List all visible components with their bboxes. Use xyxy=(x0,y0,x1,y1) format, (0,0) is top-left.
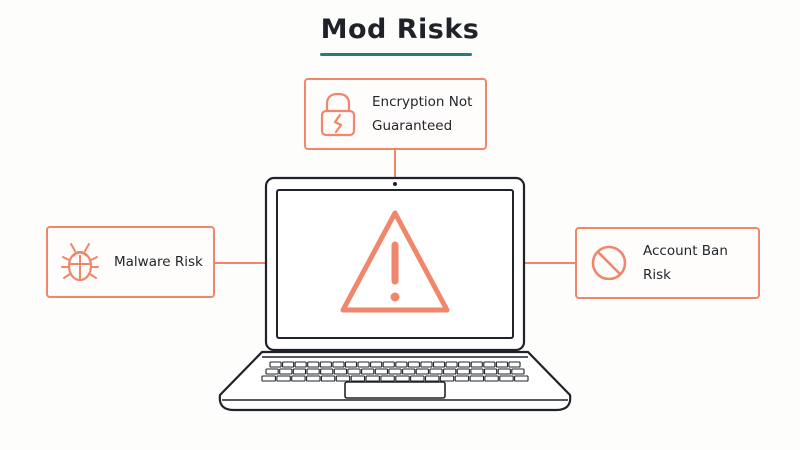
keyboard-key xyxy=(294,361,307,368)
keyboard-key xyxy=(291,375,306,382)
keyboard-key xyxy=(335,375,351,382)
keyboard-key xyxy=(415,368,429,375)
keyboard-key xyxy=(282,361,295,368)
title-underline xyxy=(320,53,472,56)
keyboard-key xyxy=(261,375,276,382)
keyboard-key xyxy=(458,361,471,368)
keyboard-key xyxy=(483,361,496,368)
keyboard-key xyxy=(380,375,395,382)
keyboard-key xyxy=(361,368,375,375)
keyboard-key xyxy=(279,368,293,375)
keyboard-key xyxy=(484,375,499,382)
keyboard-key xyxy=(395,361,408,368)
keyboard-key xyxy=(276,375,291,382)
keyboard-key xyxy=(445,361,458,368)
keyboard-key xyxy=(344,361,358,368)
keyboard-key xyxy=(370,361,383,368)
page-title: Mod Risks xyxy=(320,14,480,45)
card-malware-label: Malware Risk xyxy=(114,254,203,270)
keyboard-key xyxy=(307,361,320,368)
keyboard-key xyxy=(374,368,389,375)
keyboard-key xyxy=(470,361,483,368)
keyboard-key xyxy=(350,375,366,382)
keyboard-key xyxy=(347,368,361,375)
keyboard-key xyxy=(319,361,332,368)
keyboard-key xyxy=(511,368,525,375)
keyboard-key xyxy=(483,368,498,375)
keyboard-key xyxy=(514,375,529,382)
keyboard-key xyxy=(265,368,279,375)
keyboard-key xyxy=(470,368,484,375)
keyboard-key xyxy=(269,361,282,368)
card-account-ban-label: Account Ban Risk xyxy=(643,243,728,283)
keyboard-key xyxy=(497,368,511,375)
keyboard-key xyxy=(382,361,395,368)
laptop-keyboard xyxy=(261,361,529,382)
card-encryption-label: Encryption Not Guaranteed xyxy=(372,94,473,134)
keyboard-key xyxy=(432,361,446,368)
keyboard-key xyxy=(320,368,334,375)
keyboard-key xyxy=(429,368,443,375)
keyboard-key xyxy=(454,375,470,382)
warning-triangle-icon xyxy=(340,210,450,313)
keyboard-key xyxy=(402,368,416,375)
keyboard-key xyxy=(407,361,420,368)
keyboard-key xyxy=(332,361,345,368)
keyboard-key xyxy=(333,368,348,375)
keyboard-key xyxy=(365,375,380,382)
keyboard-key xyxy=(439,375,455,382)
card-account-ban: Account Ban Risk xyxy=(575,227,760,299)
keyboard-key xyxy=(320,375,336,382)
keyboard-key xyxy=(469,375,485,382)
keyboard-key xyxy=(388,368,402,375)
card-malware: Malware Risk xyxy=(46,226,215,298)
broken-padlock-icon xyxy=(318,91,358,137)
laptop-camera xyxy=(393,182,397,186)
laptop-touchpad xyxy=(344,381,446,399)
keyboard-key xyxy=(499,375,514,382)
keyboard-key xyxy=(443,368,457,375)
keyboard-key xyxy=(420,361,433,368)
bug-icon xyxy=(60,239,100,285)
keyboard-key xyxy=(508,361,521,368)
keyboard-key xyxy=(306,368,320,375)
keyboard-key xyxy=(495,361,509,368)
keyboard-key xyxy=(306,375,321,382)
keyboard-key xyxy=(395,375,410,382)
prohibited-icon xyxy=(589,243,629,283)
keyboard-key xyxy=(424,375,440,382)
keyboard-key xyxy=(292,368,307,375)
keyboard-key xyxy=(456,368,470,375)
keyboard-key xyxy=(410,375,425,382)
card-encryption: Encryption Not Guaranteed xyxy=(304,78,487,150)
keyboard-key xyxy=(357,361,370,368)
